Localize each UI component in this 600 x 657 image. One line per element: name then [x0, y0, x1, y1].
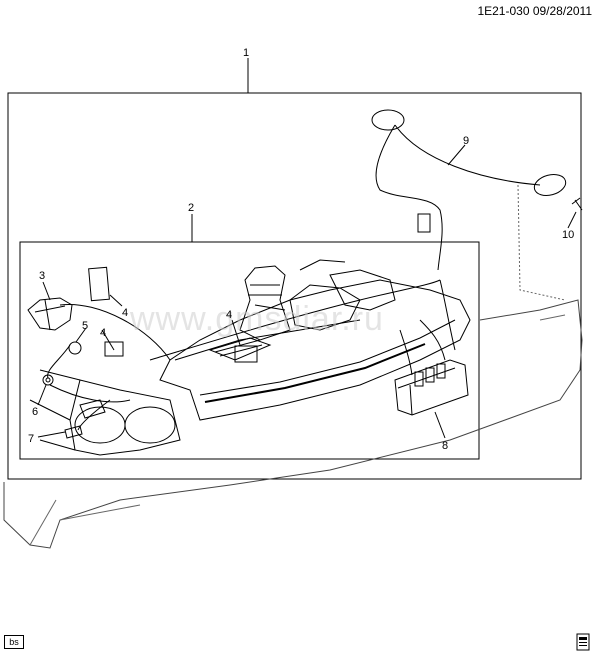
- callout-labels: 1 2 3 4 4 4 5 6 7 8 9 10: [28, 47, 574, 452]
- part-9-harness: [375, 124, 541, 271]
- watermark: www.gmsdiar.ru: [129, 300, 384, 338]
- part-4-label-a: [88, 266, 110, 302]
- assembly-box-2: [19, 241, 480, 460]
- callout-4c: 4: [226, 309, 232, 321]
- roof-lamp-right: [533, 173, 567, 197]
- harness-inner: [47, 279, 456, 431]
- roof-lamp-left: [371, 109, 405, 131]
- callout-6: 6: [32, 406, 38, 418]
- assembly-box-1: [7, 92, 582, 480]
- callout-2: 2: [188, 202, 194, 214]
- diagram-reference: 1E21-030 09/28/2011: [477, 4, 592, 18]
- gear-shifter: [239, 265, 291, 341]
- part-4-label-c: [234, 345, 258, 363]
- console-body: [159, 279, 471, 421]
- callout-10: 10: [562, 229, 574, 241]
- callout-4a: 4: [122, 307, 128, 319]
- vehicle-outline: [3, 299, 583, 549]
- part-10-screw: [571, 197, 583, 211]
- footer-badge: bs: [4, 635, 24, 649]
- callout-8: 8: [442, 440, 448, 452]
- callout-3: 3: [39, 270, 45, 282]
- part-3-sensor: [27, 297, 73, 331]
- part-4-label-b: [104, 341, 124, 357]
- callout-9: 9: [463, 135, 469, 147]
- callout-7: 7: [28, 433, 34, 445]
- part-7-connector: [64, 425, 83, 439]
- part-8-module: [394, 359, 469, 416]
- part-5-sensor: [68, 341, 82, 355]
- callout-4b: 4: [100, 327, 106, 339]
- callout-1: 1: [243, 47, 249, 59]
- callout-5: 5: [82, 320, 88, 332]
- document-stack-icon: [576, 633, 590, 651]
